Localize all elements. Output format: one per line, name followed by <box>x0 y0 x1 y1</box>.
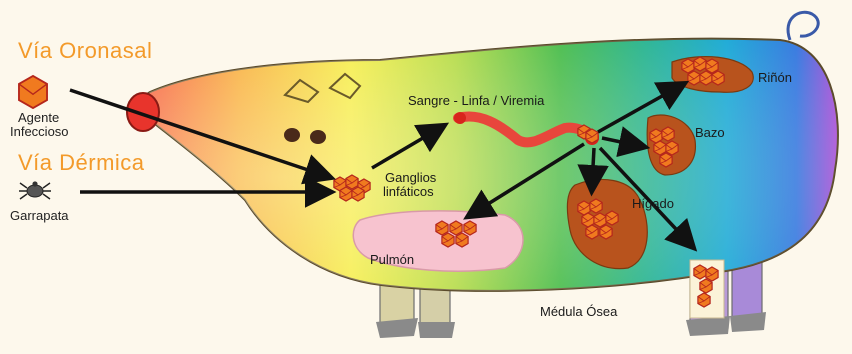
tick-icon <box>19 181 51 199</box>
route-dermal-title: Vía Dérmica <box>18 150 145 176</box>
virus-cluster-lymph <box>334 175 370 201</box>
agent-caption-line1: Agente <box>18 110 59 125</box>
lung-label: Pulmón <box>370 252 414 267</box>
lymph-label-line1: Ganglios <box>385 170 436 185</box>
pig-eye <box>310 130 326 144</box>
vessel-node <box>454 112 466 124</box>
tick-caption: Garrapata <box>10 208 69 223</box>
agent-caption-line2: Infeccioso <box>10 124 69 139</box>
arrow-blood-to-liver <box>592 148 594 186</box>
hoof <box>418 322 455 338</box>
pig-eye <box>284 128 300 142</box>
kidney-label: Riñón <box>758 70 792 85</box>
virus-icon <box>19 76 47 108</box>
marrow-label: Médula Ósea <box>540 304 617 319</box>
blood-label: Sangre - Linfa / Viremia <box>408 93 544 108</box>
lymph-label-line2: linfáticos <box>383 184 434 199</box>
spleen-label: Bazo <box>695 125 725 140</box>
liver-label: Hígado <box>632 196 674 211</box>
route-oronasal-title: Vía Oronasal <box>18 38 152 64</box>
